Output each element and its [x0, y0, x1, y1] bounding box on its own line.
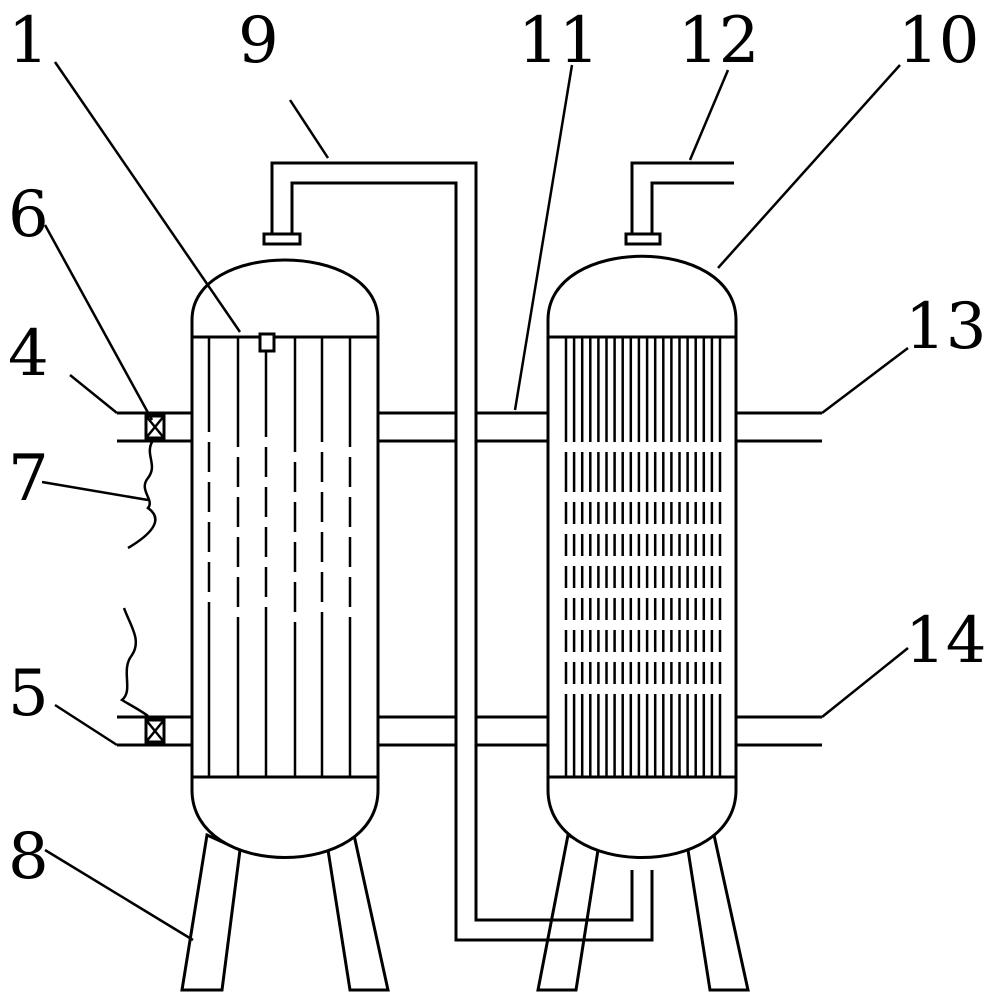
leader-7 [41, 480, 149, 502]
leader-9 [288, 99, 330, 159]
leader-6 [43, 224, 154, 421]
lower-horizontal-pipes [117, 715, 822, 747]
leader-11 [513, 64, 574, 411]
leader-5 [54, 703, 118, 747]
label-11: 11 [518, 4, 599, 78]
valve-upper [144, 414, 166, 440]
label-13: 13 [905, 290, 986, 364]
wavy-line-7 [119, 441, 157, 718]
label-14: 14 [905, 604, 986, 678]
leader-10 [717, 64, 901, 269]
label-1: 1 [8, 4, 49, 78]
leader-13 [821, 347, 909, 414]
connecting-pipe-9 [270, 161, 654, 942]
sensor-box [258, 332, 276, 353]
left-vessel [190, 232, 380, 859]
label-7: 7 [8, 442, 49, 516]
label-6: 6 [8, 178, 49, 252]
leader-8 [44, 848, 194, 942]
label-12: 12 [678, 4, 759, 78]
label-5: 5 [8, 657, 49, 731]
valve-lower [144, 718, 166, 744]
label-8: 8 [8, 820, 49, 894]
leader-1 [53, 61, 242, 333]
label-10: 10 [898, 4, 979, 78]
leader-12 [688, 69, 730, 161]
leader-lines [41, 61, 909, 942]
leader-4 [69, 374, 118, 414]
right-vessel-tubes [564, 337, 722, 777]
label-9: 9 [238, 4, 279, 78]
outlet-pipe-12 [630, 161, 734, 245]
right-vessel [546, 232, 738, 859]
reference-numerals: 1 9 11 12 10 6 4 13 7 14 5 8 [8, 4, 986, 894]
label-4: 4 [8, 317, 49, 391]
leader-14 [821, 647, 909, 718]
left-vessel-tubes [207, 337, 352, 777]
upper-horizontal-pipes [117, 411, 822, 443]
